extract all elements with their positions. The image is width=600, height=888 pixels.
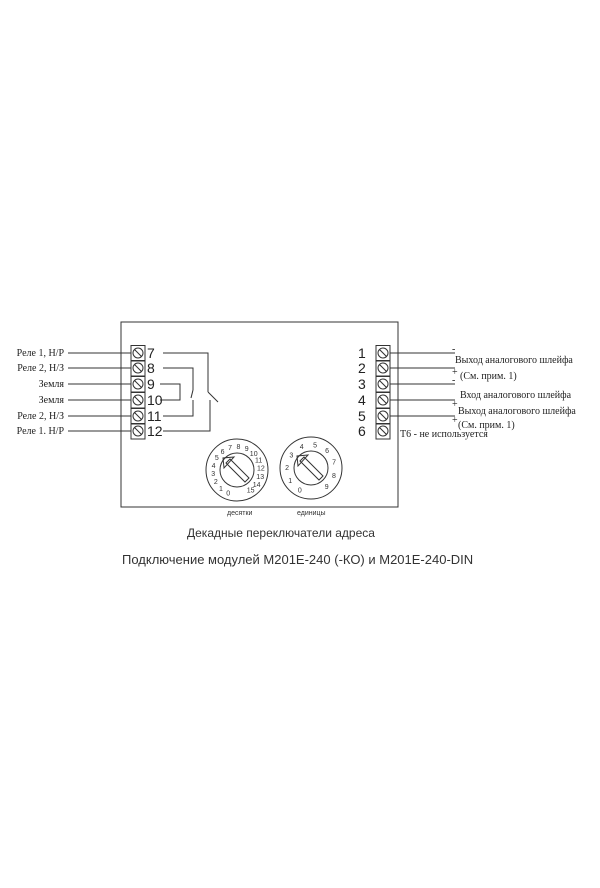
terminal-screw (375, 423, 391, 440)
terminal-number: 12 (147, 423, 163, 439)
terminal-label: Реле 1, Н/Р (17, 348, 65, 359)
polarity-sign: + (452, 367, 458, 378)
screw-icon (377, 378, 389, 390)
dial-digit: 11 (255, 458, 262, 465)
screw-icon (377, 425, 389, 437)
dial-digit: 7 (332, 460, 336, 467)
terminal-number: 11 (147, 408, 162, 424)
dial-digit: 9 (325, 484, 329, 491)
terminal-label: Реле 2, Н/З (17, 411, 64, 422)
screw-icon (377, 362, 389, 374)
module-outline (120, 321, 399, 508)
dial-digit: 4 (300, 444, 304, 451)
address-switch-units[interactable]: 01 234 5 67 89 (279, 436, 343, 500)
screw-icon (377, 394, 389, 406)
dial-digit: 8 (237, 444, 241, 451)
diagram-title: Подключение модулей М201Е-240 (-КО) и М2… (122, 552, 473, 567)
terminal-label: Земля (39, 379, 65, 390)
relay-contacts (160, 352, 219, 432)
dial-digit: 3 (289, 452, 293, 459)
screw-icon (132, 410, 144, 422)
screw-icon (377, 410, 389, 422)
dial-digit: 0 (226, 490, 230, 497)
dial-digit: 10 (250, 451, 258, 458)
polarity-sign: + (452, 399, 458, 410)
label-units: единицы (297, 510, 326, 517)
arrow-pointer-icon (299, 456, 324, 481)
dial-digit: 5 (313, 442, 317, 449)
screw-icon (132, 425, 144, 437)
dial-digit: 12 (257, 466, 265, 473)
polarity-sign: - (452, 375, 455, 386)
dial-digit: 5 (215, 455, 219, 462)
switches-caption: Декадные переключатели адреса (187, 526, 375, 540)
terminal-number: 5 (358, 408, 366, 424)
terminal-number: 3 (358, 376, 366, 392)
label-note-2: (См. прим. 1) (458, 420, 515, 431)
dial-digit: 2 (214, 479, 218, 486)
screw-icon (377, 347, 389, 359)
dial-digit: 0 (298, 487, 302, 494)
terminal-number: 2 (358, 360, 366, 376)
terminal-number: 8 (147, 360, 155, 376)
label-output-1: Выход аналогового шлейфа (455, 355, 573, 366)
arrow-pointer-icon (225, 458, 250, 483)
screw-icon (132, 378, 144, 390)
right-terminal-block: 1 - 2 +3 - 4 +5 +6 (358, 344, 458, 440)
screw-icon (132, 394, 144, 406)
label-t6: Т6 - не используется (400, 429, 488, 440)
label-tens: десятки (227, 510, 253, 517)
dial-digit: 3 (211, 471, 215, 478)
label-note-1: (См. прим. 1) (460, 371, 517, 382)
dial-digit: 8 (332, 473, 336, 480)
dial-digit: 6 (221, 449, 225, 456)
dial-digit: 14 (253, 482, 261, 489)
dial-digit: 1 (219, 486, 223, 493)
dial-digit: 15 (247, 488, 255, 495)
dial-digit: 6 (325, 448, 329, 455)
terminal-number: 6 (358, 423, 366, 439)
label-output-2: Выход аналогового шлейфа (458, 406, 576, 417)
terminal-number: 4 (358, 392, 366, 408)
polarity-sign: + (452, 415, 458, 426)
polarity-sign: - (452, 344, 455, 355)
dial-digit: 1 (288, 478, 292, 485)
terminal-number: 1 (358, 345, 366, 361)
dial-digit: 13 (256, 474, 264, 481)
screw-icon (132, 347, 144, 359)
terminal-number: 10 (147, 392, 163, 408)
dial-digit: 7 (228, 445, 232, 452)
terminal-label: Реле 2, Н/З (17, 363, 64, 374)
dial-digit: 4 (212, 463, 216, 470)
terminal-label: Земля (39, 395, 65, 406)
dial-digit: 9 (245, 446, 249, 453)
label-input: Вход аналогового шлейфа (460, 390, 572, 401)
screw-icon (132, 362, 144, 374)
dial-digit: 2 (285, 465, 289, 472)
terminal-number: 7 (147, 345, 155, 361)
terminal-number: 9 (147, 376, 155, 392)
terminal-label: Реле 1. Н/Р (17, 426, 65, 437)
